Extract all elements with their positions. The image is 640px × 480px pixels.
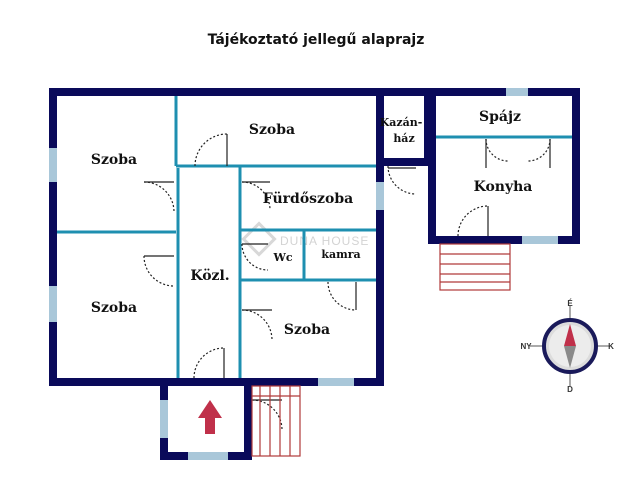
window-konyha	[522, 236, 558, 244]
doors	[143, 133, 551, 431]
window-west-2	[49, 286, 57, 322]
room-spajz: Spájz	[479, 109, 521, 125]
room-kazanhaz-line1: Kazán-	[380, 116, 423, 129]
window-south	[318, 378, 354, 386]
room-wc: Wc	[272, 251, 292, 264]
stairs-entrance	[251, 385, 301, 457]
room-szoba-bottom-left: Szoba	[91, 300, 137, 316]
compass-icon: É D NY K	[520, 299, 614, 394]
compass-south: D	[567, 385, 573, 394]
window-west-1	[49, 148, 57, 182]
room-szoba-top-left: Szoba	[91, 152, 137, 168]
compass-north: É	[567, 299, 573, 308]
window-spajz	[506, 88, 528, 96]
interior-walls	[57, 96, 572, 378]
room-szoba-top: Szoba	[249, 122, 295, 138]
windows	[49, 88, 558, 460]
room-kazanhaz-line2: ház	[393, 132, 414, 145]
compass-west: NY	[520, 342, 532, 351]
room-kamra: kamra	[321, 248, 360, 261]
room-kozl: Közl.	[190, 268, 229, 284]
compass-east: K	[608, 342, 614, 351]
window-porch-s	[188, 452, 228, 460]
stairs-kitchen	[439, 243, 511, 291]
outer-walls	[49, 88, 580, 460]
room-szoba-bottom: Szoba	[284, 322, 330, 338]
plan-title: Tájékoztató jellegű alaprajz	[208, 32, 425, 48]
room-konyha: Konyha	[474, 179, 533, 195]
entrance-arrow-icon	[198, 400, 222, 434]
window-porch-w	[160, 400, 168, 438]
watermark-text: DUNA HOUSE	[280, 234, 369, 248]
window-east	[376, 182, 384, 210]
room-furdoszoba: Fürdőszoba	[263, 191, 353, 207]
